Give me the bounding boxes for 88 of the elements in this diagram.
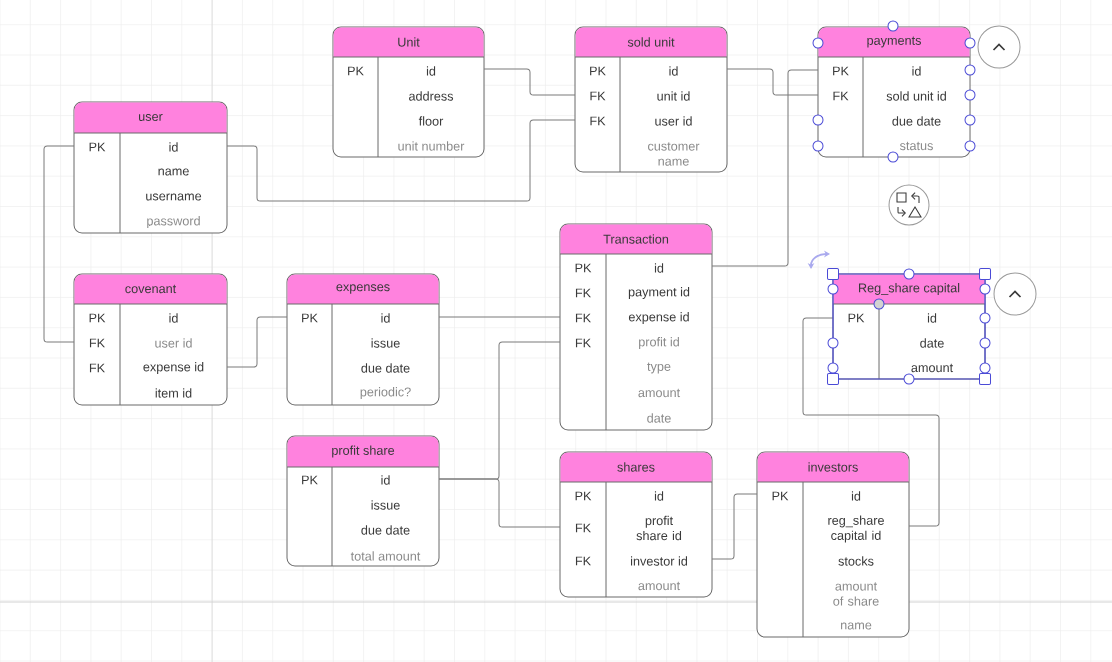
field-name: id: [169, 313, 178, 323]
field-name: profit id: [639, 337, 679, 349]
key-label: PK: [89, 313, 106, 323]
key-label: PK: [348, 66, 364, 76]
field-name: date: [647, 413, 671, 423]
key-label: PK: [302, 313, 318, 323]
field-name: stocks: [838, 556, 874, 566]
field-name: date: [920, 338, 944, 348]
field-name: amount of share: [833, 582, 879, 606]
key-label: FK: [833, 91, 849, 101]
field-name: password: [147, 216, 200, 228]
key-label: PK: [848, 313, 865, 323]
key-label: FK: [89, 338, 105, 348]
field-name: id: [912, 66, 921, 76]
key-label: FK: [575, 288, 591, 298]
field-name: amount: [638, 581, 681, 591]
field-name: profit share id: [636, 515, 682, 541]
field-name: name: [158, 168, 189, 176]
connector-line: [438, 316, 561, 318]
key-label: PK: [575, 491, 592, 501]
connector-line: [226, 316, 288, 368]
field-name: user id: [655, 116, 692, 126]
table-header: user: [73, 102, 228, 134]
key-label: PK: [772, 491, 789, 501]
field-name: username: [146, 193, 202, 201]
field-name: due date: [361, 363, 410, 373]
field-name: total amount: [350, 551, 421, 561]
field-name: floor: [418, 116, 444, 126]
key-label: FK: [590, 116, 606, 126]
key-label: PK: [302, 475, 318, 485]
table-header: payments: [817, 27, 971, 58]
connector-line: [802, 317, 940, 527]
connector-line: [483, 68, 576, 96]
field-name: amount: [638, 388, 681, 398]
field-name: investor id: [631, 556, 688, 566]
key-label: FK: [575, 313, 591, 323]
key-label: PK: [833, 66, 849, 76]
field-name: item id: [155, 388, 192, 398]
key-label: FK: [89, 363, 105, 373]
field-name: id: [381, 475, 390, 485]
field-name: type: [647, 362, 671, 374]
connector-line: [711, 69, 819, 267]
key-label: PK: [89, 142, 106, 152]
field-name: issue: [371, 500, 400, 510]
field-name: user id: [155, 338, 192, 348]
table-header: investors: [756, 452, 910, 483]
field-name: sold unit id: [886, 91, 946, 101]
table-header: profit share: [286, 436, 440, 468]
connector-line: [438, 478, 561, 528]
table-header: Unit: [332, 27, 485, 58]
field-name: customer name: [648, 142, 700, 166]
table-header: Transaction: [559, 224, 713, 255]
field-name: id: [654, 491, 664, 501]
field-name: name: [841, 622, 872, 630]
key-label: FK: [590, 91, 606, 101]
field-name: due date: [892, 116, 941, 126]
field-name: id: [381, 313, 390, 323]
field-name: id: [169, 142, 178, 152]
table-header: covenant: [73, 274, 228, 305]
field-name: unit id: [657, 91, 690, 101]
field-name: payment id: [628, 287, 690, 299]
key-label: PK: [590, 66, 606, 76]
field-name: amount: [911, 363, 954, 373]
connector-line: [226, 119, 576, 202]
table-header: sold unit: [574, 27, 728, 58]
field-name: due date: [361, 525, 410, 535]
field-name: issue: [371, 338, 400, 348]
key-label: FK: [575, 523, 591, 533]
field-name: address: [409, 91, 454, 101]
field-name: id: [426, 66, 436, 76]
field-name: id: [851, 491, 861, 501]
field-name: unit number: [398, 141, 465, 151]
key-label: FK: [575, 338, 591, 348]
field-name: status: [899, 141, 933, 151]
table-header: shares: [559, 452, 713, 483]
field-name: id: [654, 263, 664, 273]
field-name: reg_share capital id: [828, 515, 884, 543]
field-name: expense id: [143, 362, 204, 374]
connector-line: [711, 493, 758, 560]
field-name: id: [927, 313, 937, 323]
connector-line: [726, 68, 819, 96]
table-header: expenses: [286, 274, 440, 305]
field-name: periodic?: [360, 387, 411, 399]
field-name: id: [669, 66, 678, 76]
key-label: PK: [575, 263, 592, 273]
connector-line: [43, 145, 75, 343]
key-label: FK: [575, 556, 591, 566]
field-name: expense id: [628, 312, 689, 324]
